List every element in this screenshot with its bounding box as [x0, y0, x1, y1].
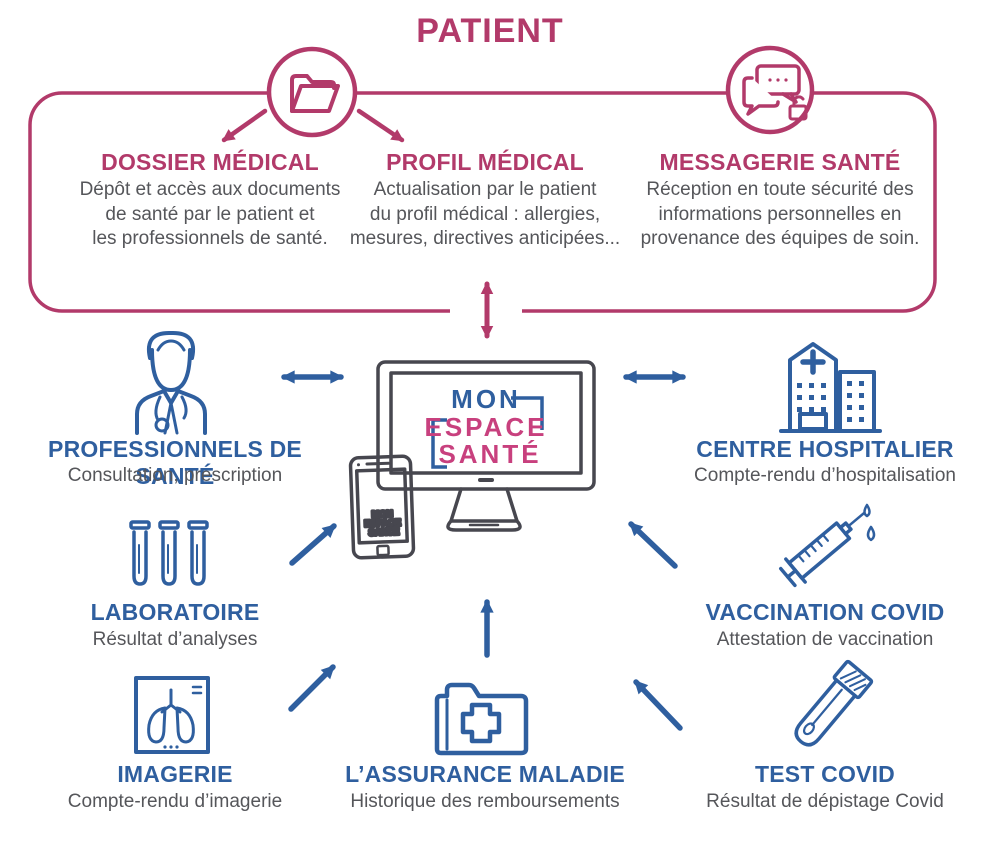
phone-logo-mon: MON: [372, 509, 393, 520]
phone-logo-sante: SANTÉ: [368, 526, 399, 537]
smartphone-illustration: MON ESPACE SANTÉ: [348, 454, 416, 560]
dossier-medical-heading: DOSSIER MÉDICAL: [101, 149, 319, 175]
arrow-vaccination: [628, 521, 678, 569]
laboratoire-title: LABORATOIRE: [90, 599, 260, 625]
lungs-xray-icon: [134, 676, 210, 754]
imagerie-subtitle: Compte-rendu d’imagerie: [67, 791, 283, 812]
profil-medical-body: Actualisation par le patient du profil m…: [349, 179, 621, 250]
swab-tube-icon: [794, 659, 874, 747]
arrow-laboratoire: [289, 523, 337, 566]
doctor-icon: [135, 330, 207, 435]
page-title: PATIENT: [416, 12, 564, 50]
mon-espace-sante-logo: MON ESPACE SANTÉ: [425, 384, 548, 469]
monitor-illustration: [376, 360, 596, 532]
vaccination-subtitle: Attestation de vaccination: [716, 629, 934, 650]
centre-hospitalier-title: CENTRE HOSPITALIER: [696, 436, 954, 462]
profil-medical-heading: PROFIL MÉDICAL: [386, 149, 584, 175]
arrow-imagerie: [288, 664, 336, 712]
test-covid-subtitle: Résultat de dépistage Covid: [706, 791, 944, 812]
arrow-to-profil: [356, 108, 405, 143]
hospital-icon: [779, 342, 882, 433]
secure-messaging-icon: [725, 45, 815, 135]
syringe-icon: [779, 503, 876, 588]
assurance-subtitle: Historique des remboursements: [350, 791, 620, 812]
test-tubes-icon: [129, 520, 209, 586]
messagerie-sante-body: Réception en toute sécurité des informat…: [640, 179, 920, 250]
vaccination-title: VACCINATION COVID: [705, 599, 945, 625]
test-covid-title: TEST COVID: [754, 761, 895, 787]
laboratoire-subtitle: Résultat d’analyses: [92, 629, 258, 650]
logo-line-sante: SANTÉ: [438, 439, 541, 469]
professionnels-title: PROFESSIONNELS DE SANTÉ: [48, 436, 302, 489]
assurance-title: L’ASSURANCE MALADIE: [345, 761, 625, 787]
centre-hospitalier-subtitle: Compte-rendu d’hospitalisation: [694, 465, 956, 486]
medical-folder-icon: [434, 682, 529, 756]
phone-logo-espace: ESPACE: [364, 517, 401, 528]
arrow-test: [633, 679, 683, 731]
imagerie-title: IMAGERIE: [117, 761, 233, 787]
logo-line-espace: ESPACE: [425, 412, 548, 442]
professionnels-subtitle: Consultation, prescription: [67, 465, 283, 486]
patient-arrows: [221, 108, 494, 339]
messagerie-sante-heading: MESSAGERIE SANTÉ: [659, 149, 901, 175]
open-folder-icon: [266, 46, 358, 138]
logo-line-mon: MON: [451, 384, 521, 414]
exchange-arrows: [281, 370, 686, 731]
arrow-to-dossier: [221, 108, 268, 143]
dossier-medical-body: Dépôt et accès aux documents de santé pa…: [79, 179, 341, 250]
